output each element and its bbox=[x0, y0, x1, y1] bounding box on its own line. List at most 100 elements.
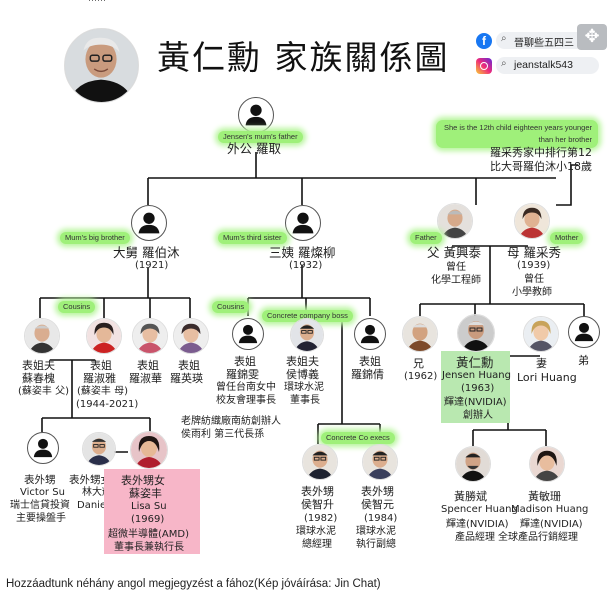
cousin-hou-boyi-l1: 表姐夫 bbox=[286, 355, 319, 368]
note-jensens-mums-father: Jensen's mum's father bbox=[218, 131, 303, 143]
cousin-luo-shuya-l4: (1944-2021) bbox=[76, 399, 139, 410]
victor-su-l4: 主要操盤手 bbox=[16, 513, 66, 524]
brother-label: 兄 bbox=[413, 357, 424, 370]
grandpa-avatar bbox=[238, 97, 274, 133]
father-name: 父 黃興泰 bbox=[427, 245, 481, 260]
note-twelfth-child-zh-2: 比大哥羅伯沐小18歲 bbox=[490, 160, 592, 173]
corner-text: …… bbox=[88, 0, 106, 4]
daniel-lin-photo bbox=[82, 432, 116, 466]
note-mums-big-brother: Mum's big brother bbox=[60, 232, 130, 244]
jensen-name-zh: 黃仁勳 bbox=[456, 355, 494, 370]
hou-zhisheng-l3: (1982) bbox=[304, 513, 338, 524]
note-twelfth-child: She is the 12th child eighteen years you… bbox=[436, 120, 598, 148]
aunt-year: (1932) bbox=[289, 260, 323, 271]
page-title: 黃仁勳 家族關係圖 bbox=[157, 38, 450, 77]
facebook-badge[interactable]: f ⌕ 晉聊些五四三 bbox=[476, 32, 610, 50]
hou-note-2: 侯雨利 第三代長孫 bbox=[181, 429, 265, 440]
instagram-badge[interactable]: ⌕ jeanstalk543 bbox=[476, 57, 600, 75]
mother-year: (1939) bbox=[517, 260, 551, 271]
uncle-year: (1921) bbox=[135, 260, 169, 271]
cousin-luo-yingying-l2: 羅英瑛 bbox=[170, 372, 203, 385]
cousin-hou-boyi-l3: 環球水泥 bbox=[284, 382, 324, 393]
lisa-su-l2: 蘇姿丰 bbox=[129, 487, 162, 500]
hou-zhiyuan-l5: 執行副總 bbox=[356, 539, 396, 550]
cousin-luo-jinqian-avatar bbox=[354, 318, 386, 350]
jensen-year: (1963) bbox=[461, 383, 495, 394]
mother-name: 母 羅采秀 bbox=[507, 245, 561, 260]
lisa-su-l3: Lisa Su bbox=[131, 501, 167, 512]
daniel-lin-l2: 林大耀 bbox=[82, 487, 112, 498]
cousin-luo-shuhua-l1: 表姐 bbox=[137, 359, 159, 372]
search-icon: ⌕ bbox=[501, 58, 507, 69]
cousin-su-chunhuai-photo bbox=[24, 318, 60, 354]
hou-zhiyuan-l2: 侯智元 bbox=[361, 498, 394, 511]
father-note-2: 化學工程師 bbox=[431, 275, 481, 286]
madison-huang-l4: 全球產品行銷經理 bbox=[498, 532, 578, 543]
mother-note-2: 小學教師 bbox=[512, 287, 552, 298]
cousin-su-chunhuai-l3: (蘇姿丰 父) bbox=[18, 386, 69, 397]
aunt-avatar bbox=[285, 205, 321, 241]
father-note-1: 曾任 bbox=[446, 262, 466, 273]
spencer-huang-photo bbox=[455, 446, 491, 482]
move-icon[interactable]: ✥ bbox=[577, 24, 607, 50]
uncle-avatar bbox=[131, 205, 167, 241]
wife-label: 妻 bbox=[536, 357, 547, 370]
victor-su-l1: 表外甥 bbox=[24, 474, 56, 486]
hou-zhiyuan-photo bbox=[362, 444, 398, 480]
cousin-hou-boyi-l4: 董事長 bbox=[290, 395, 320, 406]
grandpa-name: 外公 羅取 bbox=[227, 141, 281, 156]
mother-note-1: 曾任 bbox=[524, 274, 544, 285]
spencer-huang-l1: 黃勝斌 bbox=[454, 490, 487, 503]
uncle-name: 大舅 羅伯沐 bbox=[113, 245, 180, 260]
father-photo bbox=[437, 203, 473, 239]
spencer-huang-l3: 輝達(NVIDIA) bbox=[446, 519, 509, 530]
cousin-luo-yingying-l1: 表姐 bbox=[178, 359, 200, 372]
jensen-title: 創辦人 bbox=[463, 410, 493, 421]
hou-zhisheng-l5: 總經理 bbox=[302, 539, 332, 550]
hou-zhiyuan-l1: 表外甥 bbox=[361, 485, 394, 498]
madison-huang-l3: 輝達(NVIDIA) bbox=[520, 519, 583, 530]
jensen-company: 輝達(NVIDIA) bbox=[444, 397, 507, 408]
lisa-su-l6: 董事長兼執行長 bbox=[114, 542, 184, 553]
younger-brother-avatar bbox=[568, 316, 600, 348]
aunt-name: 三姨 羅燦柳 bbox=[269, 245, 336, 260]
lisa-su-l5: 超微半導體(AMD) bbox=[108, 529, 189, 540]
search-icon: ⌕ bbox=[501, 33, 507, 44]
hou-zhiyuan-l4: 環球水泥 bbox=[356, 526, 396, 537]
jensen-name-en: Jensen Huang bbox=[442, 370, 511, 381]
cousin-luo-jinwen-avatar bbox=[232, 318, 264, 350]
cousin-luo-shuya-l1: 表姐 bbox=[90, 359, 112, 372]
cousin-luo-shuya-photo bbox=[86, 318, 122, 354]
jensen-highlight-box bbox=[441, 351, 510, 423]
mother-photo bbox=[514, 203, 550, 239]
facebook-handle: 晉聊些五四三 bbox=[514, 38, 574, 49]
cousin-luo-shuya-l2: 羅淑雅 bbox=[83, 372, 116, 385]
image-caption: Hozzáadtunk néhány angol megjegyzést a f… bbox=[6, 578, 381, 590]
victor-su-avatar bbox=[27, 432, 59, 464]
note-mums-third-sister: Mum's third sister bbox=[218, 232, 287, 244]
note-concrete-boss: Concrete company boss bbox=[262, 310, 353, 322]
madison-huang-photo bbox=[529, 446, 565, 482]
spencer-huang-l4: 產品經理 bbox=[455, 532, 495, 543]
note-cousins-left: Cousins bbox=[58, 301, 96, 313]
note-father: Father bbox=[410, 232, 442, 244]
cousin-su-chunhuai-l2: 蘇春槐 bbox=[22, 372, 55, 385]
note-concrete-execs: Concrete Co execs bbox=[321, 432, 395, 444]
note-mother: Mother bbox=[550, 232, 584, 244]
hou-zhisheng-l2: 侯智升 bbox=[301, 498, 334, 511]
jensen-photo bbox=[457, 314, 495, 352]
daniel-lin-l3: Daniel Lin bbox=[77, 500, 127, 511]
cousin-luo-jinqian-l2: 羅錦倩 bbox=[351, 368, 384, 381]
note-cousins-mid: Cousins bbox=[212, 301, 250, 313]
instagram-handle: jeanstalk543 bbox=[514, 59, 573, 71]
lisa-su-l4: (1969) bbox=[131, 514, 165, 525]
cousin-luo-jinwen-l4: 校友會理事長 bbox=[216, 395, 276, 406]
cousin-luo-shuhua-photo bbox=[132, 318, 168, 354]
cousin-luo-shuya-l3: (蘇姿丰 母) bbox=[77, 386, 128, 397]
wife-photo bbox=[523, 316, 559, 352]
madison-huang-l2: Madison Huang bbox=[511, 504, 589, 515]
jensen-portrait bbox=[64, 28, 139, 103]
hou-zhisheng-photo bbox=[302, 444, 338, 480]
cousin-luo-shuhua-l2: 羅淑華 bbox=[129, 372, 162, 385]
brother-year: (1962) bbox=[404, 371, 438, 382]
